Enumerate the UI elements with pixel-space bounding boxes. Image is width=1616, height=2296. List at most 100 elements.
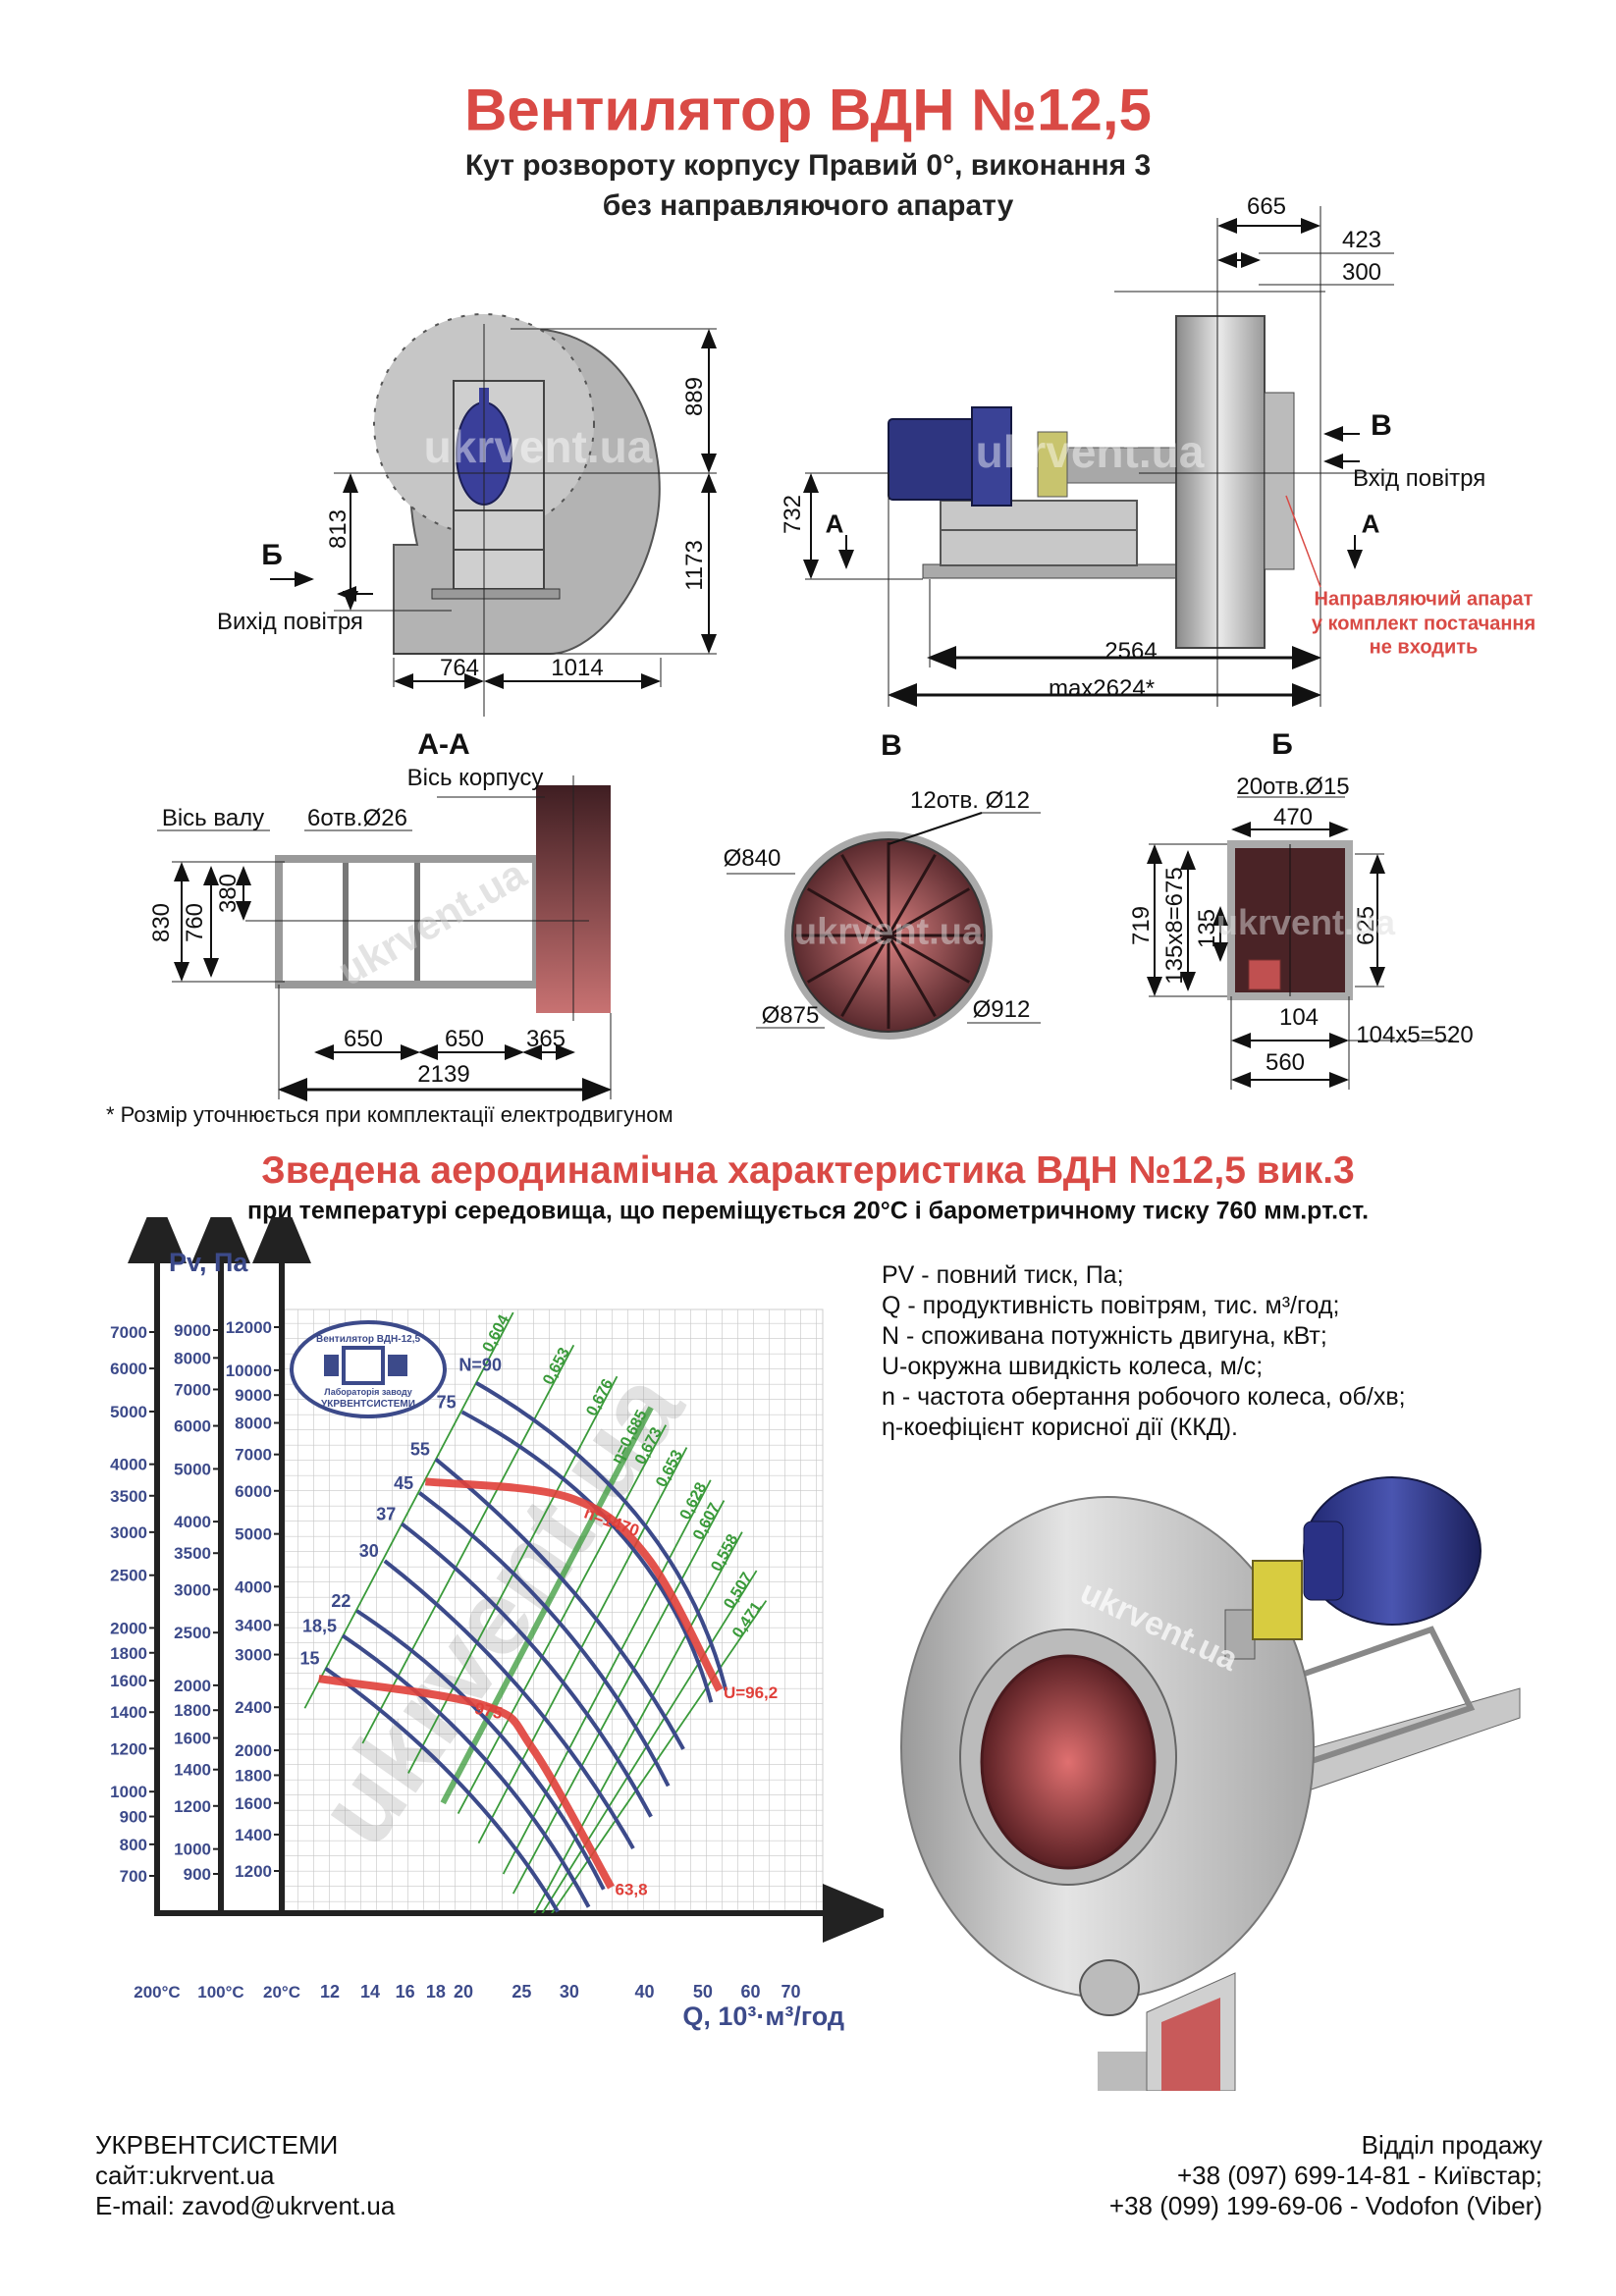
speed-curve xyxy=(424,1477,724,1692)
dim-d875: Ø875 xyxy=(761,1002,820,1029)
power-curve xyxy=(401,1522,653,1818)
power-curve-label: 37 xyxy=(376,1504,396,1523)
power-curve-label: N=90 xyxy=(458,1356,502,1375)
y-tick-label: 3000 xyxy=(174,1580,211,1599)
x-tick-label: 14 xyxy=(360,1982,380,2002)
x-temperature-label: 100°С xyxy=(197,1983,243,2002)
dim-520: 104x5=520 xyxy=(1356,1022,1474,1048)
x-temperature-label: 200°С xyxy=(134,1983,180,2002)
y-tick-label: 1800 xyxy=(110,1644,147,1663)
page-title: Вентилятор ВДН №12,5 xyxy=(464,77,1152,143)
speed-end-label: U=96,2 xyxy=(724,1683,778,1702)
y-tick-label: 1000 xyxy=(110,1783,147,1801)
power-curve-label: 22 xyxy=(331,1591,350,1611)
power-curve xyxy=(417,1491,671,1788)
y-axis-label: Pv, Па xyxy=(169,1248,248,1277)
dim-380: 380 xyxy=(215,873,242,914)
x-temperature-label: 20°С xyxy=(263,1983,300,2002)
side-view-drawing xyxy=(803,206,1394,707)
section-b-drawing xyxy=(1147,796,1453,1090)
dim-300: 300 xyxy=(1341,259,1382,286)
x-tick-label: 16 xyxy=(396,1982,415,2002)
y-tick-label: 3000 xyxy=(110,1523,147,1542)
label-a-right: А xyxy=(1361,508,1380,539)
power-curve-label: 75 xyxy=(437,1392,457,1412)
legend-item: η-коефіцієнт корисної дії (ККД). xyxy=(882,1414,1238,1441)
section-aa-drawing xyxy=(157,775,612,1101)
holes-label: 6отв.Ø26 xyxy=(307,805,407,831)
section-aa-title: А-А xyxy=(417,728,470,761)
x-tick-label: 12 xyxy=(320,1982,340,2002)
website-link[interactable]: сайт:ukrvent.ua xyxy=(95,2161,275,2190)
x-tick-label: 30 xyxy=(560,1982,579,2002)
dim-2564: 2564 xyxy=(1104,638,1158,665)
label-a-left: А xyxy=(825,508,844,539)
laboratory-stamp: Вентилятор ВДН-12,5 Лабораторія заводу У… xyxy=(290,1320,447,1418)
power-curve-label: 15 xyxy=(299,1649,319,1669)
power-curve-label: 18,5 xyxy=(302,1616,337,1635)
dim-max2624: max2624* xyxy=(1048,675,1156,702)
y-tick-label: 900 xyxy=(184,1865,211,1884)
efficiency-line xyxy=(303,1311,514,1709)
efficiency-line xyxy=(533,1531,743,1913)
power-curve-label: 30 xyxy=(359,1541,379,1561)
impeller-blade xyxy=(840,934,890,1018)
subtitle-line-1: Кут розвороту корпусу Правий 0°, виконан… xyxy=(464,149,1152,182)
y-tick-label: 6000 xyxy=(110,1360,147,1378)
y-tick-label: 3500 xyxy=(174,1544,211,1563)
inlet-label: Вхід повітря xyxy=(1353,465,1486,492)
efficiency-line xyxy=(457,1424,668,1814)
chart-subtitle: при температурі середовища, що переміщує… xyxy=(246,1197,1370,1225)
dim-675: 135x8=675 xyxy=(1161,867,1188,985)
phone-kyivstar[interactable]: +38 (097) 699-14-81 - Київстар; xyxy=(1176,2161,1542,2190)
power-curve xyxy=(355,1609,606,1891)
stamp-text: УКРВЕНТСИСТЕМИ xyxy=(321,1399,415,1410)
legend-item: Q - продуктивність повітрям, тис. м³/год… xyxy=(882,1292,1340,1319)
x-tick-label: 25 xyxy=(512,1982,531,2002)
holes-label: 20отв.Ø15 xyxy=(1236,774,1350,800)
y-tick-label: 5000 xyxy=(235,1525,272,1544)
email-link[interactable]: E-mail: zavod@ukrvent.ua xyxy=(95,2191,396,2220)
y-tick-label: 2500 xyxy=(174,1624,211,1642)
x-axis-label: Q, 10³·м³/год xyxy=(682,2002,844,2031)
y-tick-label: 9000 xyxy=(174,1321,211,1340)
speed-curve xyxy=(318,1675,615,1890)
phone-vodafone[interactable]: +38 (099) 199-69-06 - Vodofon (Viber) xyxy=(1108,2191,1542,2220)
footer-sales: Відділ продажу +38 (097) 699-14-81 - Киї… xyxy=(1109,2130,1542,2221)
y-tick-label: 1600 xyxy=(110,1672,147,1690)
y-tick-label: 8000 xyxy=(235,1415,272,1433)
dim-813: 813 xyxy=(325,508,351,550)
footer-contacts: УКРВЕНТСИСТЕМИ сайт:ukrvent.ua E-mail: z… xyxy=(95,2130,395,2221)
outlet-label: Вихід повітря xyxy=(217,609,363,635)
guide-vane-note-2: у комплект постачання xyxy=(1311,613,1536,635)
legend-item: n - частота обертання робочого колеса, о… xyxy=(882,1383,1406,1411)
watermark: ukrvent.ua xyxy=(423,421,653,472)
y-tick-label: 900 xyxy=(120,1808,147,1827)
impeller-blade xyxy=(888,887,971,937)
stamp-text: Вентилятор ВДН-12,5 xyxy=(316,1334,420,1345)
dim-732: 732 xyxy=(780,494,806,535)
dim-889: 889 xyxy=(681,376,708,417)
dim-470: 470 xyxy=(1272,804,1314,830)
y-tick-label: 4000 xyxy=(235,1577,272,1596)
power-curve-label: 55 xyxy=(410,1440,430,1460)
y-tick-label: 2400 xyxy=(235,1698,272,1717)
dim-365: 365 xyxy=(525,1026,566,1052)
y-tick-label: 2000 xyxy=(174,1677,211,1695)
dim-d840: Ø840 xyxy=(723,845,781,872)
subtitle-line-2: без направляючого апарату xyxy=(602,189,1014,222)
guide-vane-note-1: Направляючий апарат xyxy=(1314,588,1534,611)
watermark: ukrvent.ua xyxy=(975,426,1205,477)
y-tick-label: 9000 xyxy=(235,1386,272,1405)
power-curve xyxy=(341,1633,591,1908)
impeller-blade xyxy=(887,934,937,1018)
dim-665: 665 xyxy=(1246,193,1287,220)
x-tick-label: 50 xyxy=(693,1982,713,2002)
y-tick-label: 8000 xyxy=(174,1349,211,1367)
dim-560: 560 xyxy=(1265,1049,1306,1076)
y-tick-label: 4000 xyxy=(110,1456,147,1474)
y-tick-label: 2000 xyxy=(110,1619,147,1637)
stamp-text: Лабораторія заводу xyxy=(324,1387,412,1397)
impeller-blade xyxy=(887,853,937,936)
power-curve xyxy=(474,1380,728,1691)
